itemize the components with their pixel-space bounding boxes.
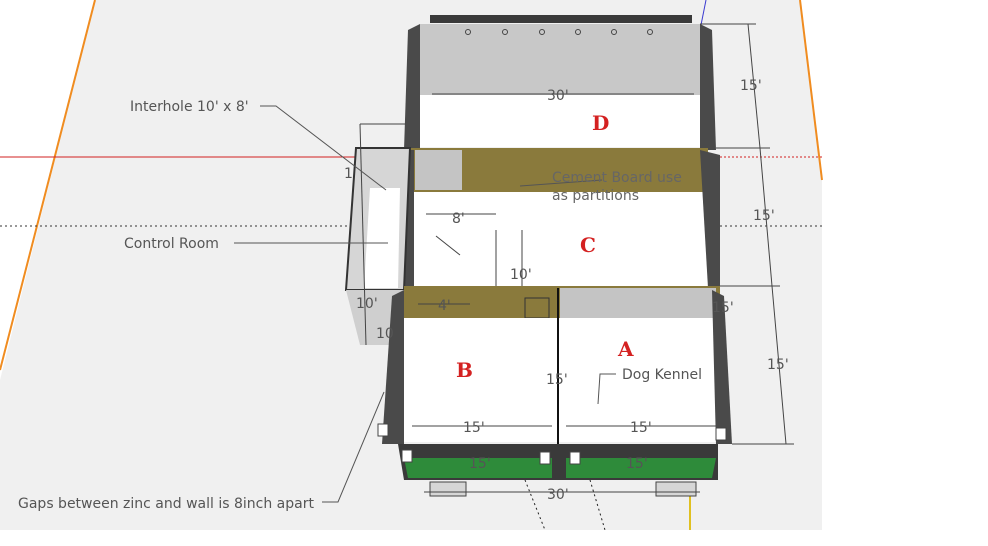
wall-holes [465, 29, 653, 35]
dim-line-ab-depth [771, 285, 787, 445]
rooms-ab-floor [404, 318, 720, 442]
room-c-floor [410, 192, 710, 287]
room-b-left-wall [382, 290, 404, 444]
dim-label-ab-divider: 15' [546, 372, 568, 388]
dim-label-a-width: 15' [630, 420, 652, 436]
cement-board-partition [410, 148, 708, 192]
control-room-base [346, 290, 404, 345]
callout-gaps: Gaps between zinc and wall is 8inch apar… [18, 496, 314, 512]
room-d-back-wall [420, 24, 700, 95]
callout-cement-board-line2: as partitions [552, 188, 639, 204]
room-d-floor [420, 95, 700, 147]
callout-interhole: Interhole 10' x 8' [130, 99, 249, 115]
room-label-a: A [617, 337, 634, 361]
dim-label-d-width: 30' [547, 88, 569, 104]
room-label-d: D [592, 111, 609, 135]
dim-label-b-width: 15' [463, 420, 485, 436]
interhole-arrow [435, 235, 461, 256]
room-label-c: C [580, 233, 596, 257]
room-label-b: B [456, 358, 473, 382]
foot-left [429, 481, 467, 497]
callout-cement-board-line1: Cement Board use [552, 170, 682, 186]
control-room-interior [364, 188, 400, 288]
cement-board-leader [519, 179, 603, 187]
dim-label-control-partial: 1 [344, 166, 353, 182]
axis-orange-right [799, 0, 823, 181]
dim-label-zinc-right: 15' [626, 456, 648, 472]
partition-opening [415, 150, 462, 190]
zinc-panel-left [404, 458, 552, 478]
post-cap-4 [569, 451, 581, 465]
dim-label-interhole-width: 8' [452, 211, 465, 227]
foot-right [655, 481, 697, 497]
dim-label-control-step: 10 [376, 326, 394, 342]
post-cap-1 [377, 423, 389, 437]
post-cap-3 [539, 451, 551, 465]
dim-label-d-depth: 15' [740, 78, 762, 94]
post-cap-5 [715, 427, 727, 441]
room-a-right-wall [712, 290, 732, 444]
dim-label-zinc-left: 15' [469, 456, 491, 472]
axis-orange-left [0, 0, 96, 371]
dim-line-d-depth [747, 23, 761, 149]
room-d-right-wall [700, 24, 716, 150]
interhole-leader [260, 105, 387, 191]
dim-line-c-depth [759, 147, 773, 287]
dim-label-overall-width: 30' [547, 487, 569, 503]
ab-partition-grey [560, 288, 716, 318]
gaps-leader [322, 391, 385, 503]
dim-label-control-height: 10' [356, 296, 378, 312]
dim-line-control-height [359, 123, 367, 346]
dog-kennel-leader [597, 373, 616, 405]
callout-control-room: Control Room [124, 236, 219, 252]
callout-dog-kennel: Dog Kennel [622, 367, 702, 383]
dim-label-interhole-height: 10' [510, 267, 532, 283]
roof-ridge [430, 15, 692, 23]
guide-dotted-2 [589, 479, 606, 531]
room-c-right-wall [700, 150, 720, 288]
room-d-left-wall [404, 24, 420, 150]
dim-label-c-depth: 15' [753, 208, 775, 224]
dim-label-doorway: 4' [438, 298, 451, 314]
dim-label-right-partial: 15' [712, 300, 734, 316]
zinc-panel-right [566, 458, 716, 478]
guide-dotted-1 [524, 479, 546, 531]
dim-label-ab-depth: 15' [767, 357, 789, 373]
post-cap-2 [401, 449, 413, 463]
